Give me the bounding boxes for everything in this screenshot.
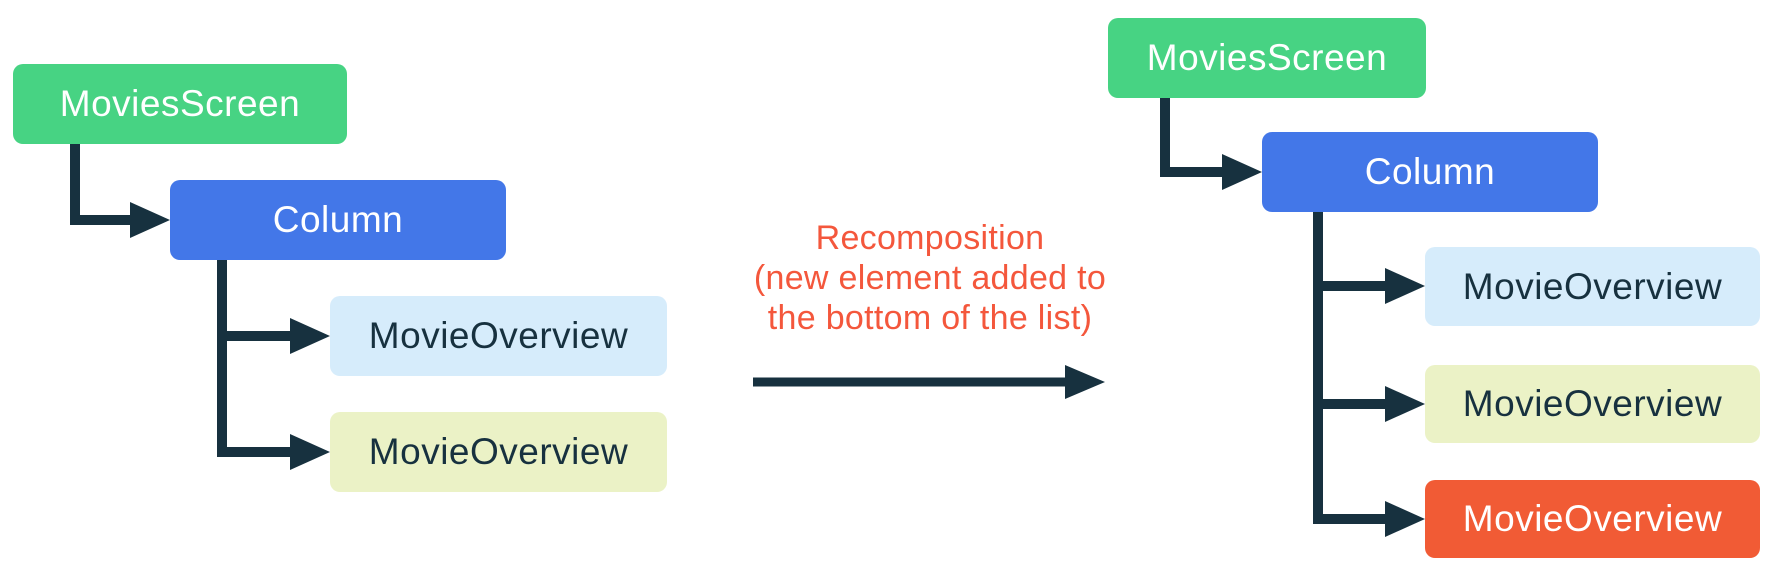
left-movieoverview-node-1: MovieOverview	[330, 296, 667, 376]
right-column-to-children-connector	[1313, 212, 1425, 537]
left-root-to-column-connector	[70, 144, 170, 238]
right-moviesscreen-node: MoviesScreen	[1108, 18, 1426, 98]
caption-line-1: Recomposition	[815, 219, 1045, 257]
arrowhead-icon	[1065, 365, 1105, 399]
left-movieoverview-node-2: MovieOverview	[330, 412, 667, 492]
recomposition-caption: Recomposition (new element added to the …	[650, 218, 1210, 338]
arrowhead-icon	[1222, 154, 1262, 190]
right-column-node: Column	[1262, 132, 1598, 212]
arrowhead-icon	[290, 434, 330, 470]
caption-line-2: (new element added to	[753, 259, 1107, 297]
arrowhead-icon	[1385, 501, 1425, 537]
arrowhead-icon	[1385, 386, 1425, 422]
left-column-to-children-connector	[217, 260, 330, 470]
recomposition-arrow	[753, 365, 1105, 399]
right-movieoverview-node-3-new: MovieOverview	[1425, 480, 1760, 558]
arrowhead-icon	[130, 202, 170, 238]
left-moviesscreen-node: MoviesScreen	[13, 64, 347, 144]
arrowhead-icon	[290, 318, 330, 354]
caption-line-3: the bottom of the list)	[767, 299, 1093, 337]
right-movieoverview-node-1: MovieOverview	[1425, 247, 1760, 326]
left-column-node: Column	[170, 180, 506, 260]
right-root-to-column-connector	[1160, 98, 1262, 190]
right-movieoverview-node-2: MovieOverview	[1425, 365, 1760, 443]
arrowhead-icon	[1385, 268, 1425, 304]
